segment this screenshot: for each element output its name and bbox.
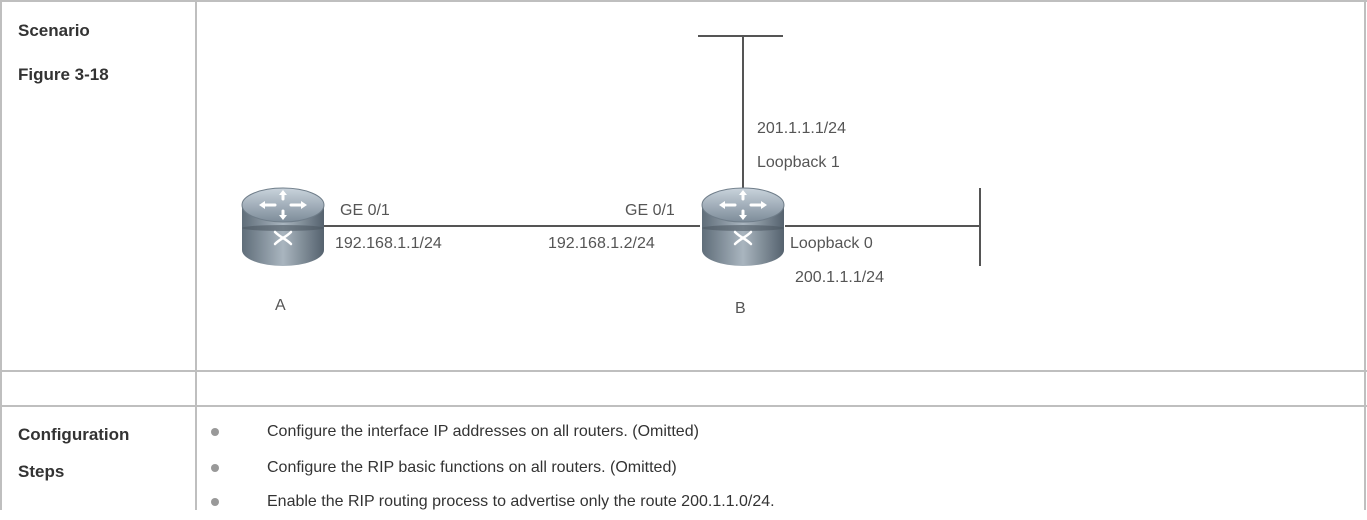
table-right-border xyxy=(1364,0,1366,510)
loopback1-name: Loopback 1 xyxy=(757,154,840,171)
step-text: Configure the RIP basic functions on all… xyxy=(267,459,677,476)
router-a-ip: 192.168.1.1/24 xyxy=(335,235,442,252)
router-b-name: B xyxy=(735,300,746,317)
scenario-label: Scenario xyxy=(18,21,90,40)
router-b-ip: 192.168.1.2/24 xyxy=(548,235,655,252)
table-top-border xyxy=(0,0,1367,2)
loopback0-ip: 200.1.1.1/24 xyxy=(795,269,884,286)
bullet-icon xyxy=(211,498,219,506)
router-a-icon xyxy=(241,187,325,266)
network-diagram: GE 0/1 192.168.1.1/24 A GE 0/1 192.168.1… xyxy=(241,35,981,317)
router-a-interface: GE 0/1 xyxy=(340,202,390,219)
config-label-line2: Steps xyxy=(18,462,65,481)
bullet-icon xyxy=(211,428,219,436)
router-b-icon xyxy=(701,187,785,266)
step-text: Enable the RIP routing process to advert… xyxy=(267,493,775,510)
loopback0-name: Loopback 0 xyxy=(790,235,873,252)
loopback1-ip: 201.1.1.1/24 xyxy=(757,120,846,137)
bullet-icon xyxy=(211,464,219,472)
figure-label: Figure 3-18 xyxy=(18,65,109,84)
table-left-border xyxy=(0,0,2,510)
config-label-line1: Configuration xyxy=(18,425,130,444)
step-text: Configure the interface IP addresses on … xyxy=(267,423,699,440)
row-divider-1 xyxy=(0,370,1367,372)
router-a-name: A xyxy=(275,297,286,314)
router-b-interface: GE 0/1 xyxy=(625,202,675,219)
row-divider-2 xyxy=(0,405,1367,407)
column-divider xyxy=(195,0,197,510)
